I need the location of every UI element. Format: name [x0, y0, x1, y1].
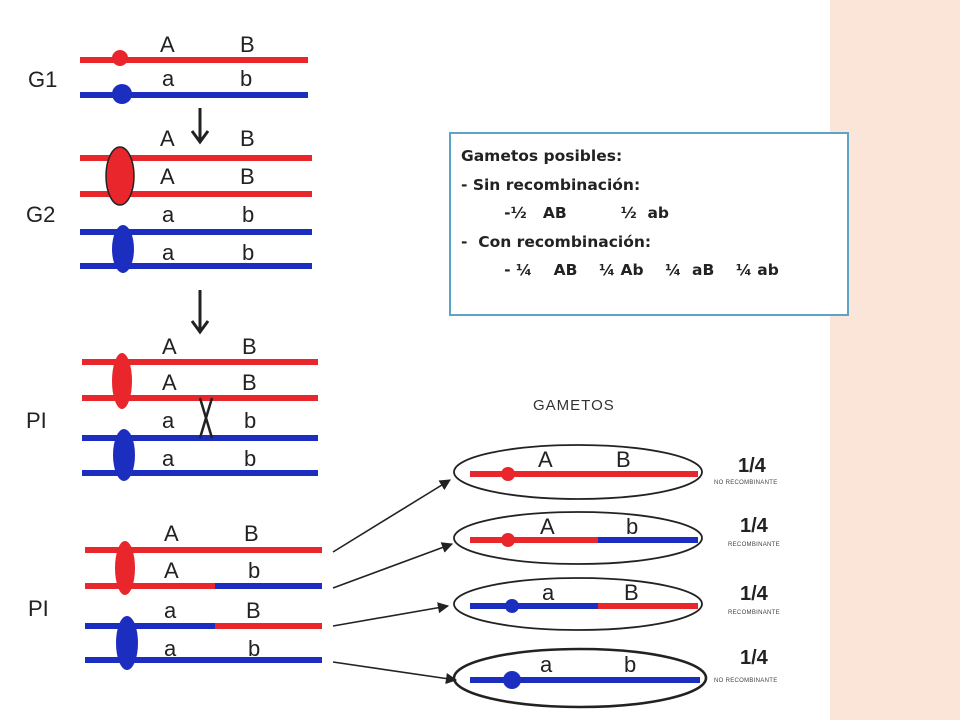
allele-label: A: [164, 521, 179, 546]
allele-label: B: [246, 598, 261, 623]
stage-label-g1: G1: [28, 67, 57, 92]
stage-label-pi: PI: [28, 596, 49, 621]
info-line: - ¼ AB ¼ Ab ¼ aB ¼ ab: [461, 261, 779, 279]
allele-label: a: [162, 408, 175, 433]
allele-label: B: [242, 370, 257, 395]
centromere: [112, 50, 128, 66]
allele-label: a: [540, 652, 553, 677]
allele-label: A: [160, 126, 175, 151]
allele-label: A: [162, 334, 177, 359]
allele-label: b: [244, 408, 256, 433]
allele-label: a: [164, 636, 177, 661]
allele-label: b: [248, 636, 260, 661]
stage-g2: G2 A B A B a b a b: [26, 126, 312, 273]
centromere: [115, 541, 135, 595]
crossover-mark: [198, 397, 214, 439]
allele-label: A: [538, 447, 553, 472]
stage-pi-recombined: PI A B A b a B a b: [28, 521, 322, 670]
centromere: [112, 353, 132, 409]
gamete-outline: [452, 647, 708, 709]
allele-label: b: [240, 66, 252, 91]
stage-pi-crossover: PI A B A B a b a b: [26, 334, 318, 481]
gametes-info-box: Gametos posibles: - Sin recombinación: -…: [449, 132, 849, 316]
centromere: [503, 671, 521, 689]
allele-label: a: [542, 580, 555, 605]
gamete-outline: [453, 511, 703, 565]
side-panel: [830, 0, 960, 720]
allele-label: A: [160, 164, 175, 189]
down-arrow: [190, 290, 210, 335]
centromere: [105, 146, 135, 206]
gamete-ab-lower: a b 1/4 NO RECOMBINANTE: [452, 647, 778, 709]
allele-label: b: [242, 240, 254, 265]
gamete-type: NO RECOMBINANTE: [714, 480, 778, 486]
centromere: [112, 225, 134, 273]
info-title: Gametos posibles:: [461, 147, 623, 165]
allele-label: B: [240, 126, 255, 151]
gamete-fraction: 1/4: [738, 455, 767, 477]
allele-label: B: [624, 580, 639, 605]
allele-label: b: [242, 202, 254, 227]
gamete-ab-upper: A B 1/4 NO RECOMBINANTE: [453, 444, 778, 500]
info-line: - Con recombinación:: [461, 232, 652, 251]
gamete-type: NO RECOMBINANTE: [714, 678, 778, 684]
gamete-outline: [453, 444, 703, 500]
info-line: - Sin recombinación:: [461, 175, 641, 194]
allele-label: B: [240, 164, 255, 189]
allele-label: B: [242, 334, 257, 359]
allele-label: A: [164, 558, 179, 583]
centromere: [113, 429, 135, 481]
gamete-fraction: 1/4: [740, 647, 769, 669]
allele-label: B: [244, 521, 259, 546]
allele-label: b: [244, 446, 256, 471]
allele-label: b: [248, 558, 260, 583]
centromere: [501, 467, 515, 481]
stage-label-g2: G2: [26, 202, 55, 227]
allele-label: B: [616, 447, 631, 472]
centromere: [505, 599, 519, 613]
gamete-outline: [453, 577, 703, 631]
gametes-title: GAMETOS: [533, 397, 615, 414]
allele-label: b: [624, 652, 636, 677]
centromere: [112, 84, 132, 104]
gamete-fraction: 1/4: [740, 515, 769, 537]
gamete-type: RECOMBINANTE: [728, 542, 780, 548]
info-line: -½ AB ½ ab: [461, 204, 670, 222]
centromere: [116, 616, 138, 670]
down-arrow: [190, 108, 210, 145]
stage-label-pi: PI: [26, 408, 47, 433]
allele-label: A: [540, 514, 555, 539]
allele-label: B: [240, 32, 255, 57]
allele-label: a: [162, 66, 175, 91]
allele-label: A: [160, 32, 175, 57]
gamete-ab-recomb-2: a B 1/4 RECOMBINANTE: [453, 577, 780, 631]
allele-label: a: [162, 240, 175, 265]
allele-label: a: [162, 446, 175, 471]
meiosis-diagram: G1 A B a b G2 A B A B a b a b PI: [26, 32, 780, 709]
gamete-arrows: [332, 479, 458, 685]
gamete-ab-recomb: A b 1/4 RECOMBINANTE: [453, 511, 780, 565]
allele-label: b: [626, 514, 638, 539]
stage-g1: G1 A B a b: [28, 32, 308, 104]
gamete-type: RECOMBINANTE: [728, 610, 780, 616]
allele-label: A: [162, 370, 177, 395]
centromere: [501, 533, 515, 547]
allele-label: a: [164, 598, 177, 623]
gamete-fraction: 1/4: [740, 583, 769, 605]
allele-label: a: [162, 202, 175, 227]
